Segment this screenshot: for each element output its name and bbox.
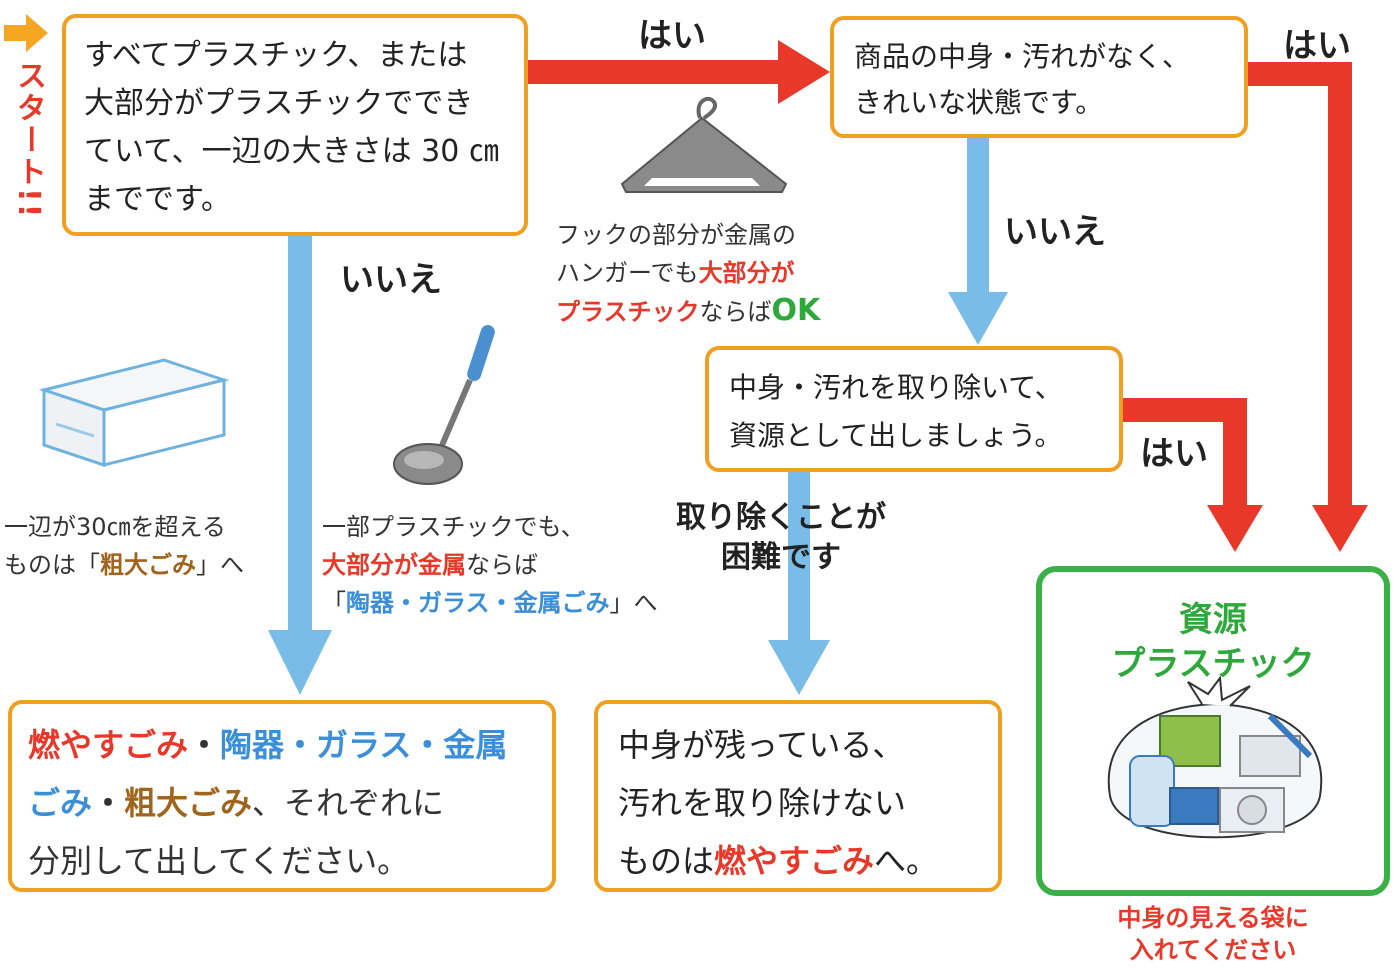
- bag-note-line: 中身の見える袋に: [1117, 904, 1309, 932]
- bag-note: 中身の見える袋に 入れてください: [1036, 902, 1390, 966]
- start-question-box: すべてプラスチック、または 大部分がプラスチックででき ていて、一辺の大きさは …: [62, 14, 528, 236]
- difficult-label-line: 取り除くことが: [676, 500, 886, 535]
- start-question-line: ていて、一辺の大きさは 30 ㎝: [84, 134, 499, 169]
- arrow-yes-top: [525, 60, 780, 84]
- yes-label-middle: はい: [1140, 434, 1208, 474]
- hanger-note-text: ならば: [699, 298, 772, 326]
- residue-line: 中身が残っている、: [618, 726, 905, 764]
- residue-box: 中身が残っている、 汚れを取り除けない ものは燃やすごみへ。: [594, 700, 1002, 892]
- sort-waste-line: ごみ・粗大ごみ、それぞれに: [28, 774, 536, 832]
- clean-state-box: 商品の中身・汚れがなく、 きれいな状態です。: [830, 16, 1248, 138]
- bulky-note-text: ものは「: [4, 551, 100, 579]
- ladle-note: 一部プラスチックでも、 大部分が金属ならば 「陶器・ガラス・金属ごみ」へ: [322, 508, 658, 622]
- start-question-line: すべてプラスチック、または: [84, 38, 468, 73]
- resource-plastic-box: 資源 プラスチック: [1036, 566, 1390, 896]
- ladle-note-emphasis: 陶器・ガラス・金属ごみ: [346, 589, 610, 617]
- clean-state-line: 商品の中身・汚れがなく、: [854, 40, 1191, 73]
- sort-waste-text: 、それぞれに: [252, 784, 445, 822]
- bulky-note-line: 一辺が30㎝を超える: [4, 513, 226, 541]
- sort-waste-bulky: 粗大ごみ: [124, 784, 253, 822]
- ladle-icon: [393, 325, 495, 485]
- hanger-note-line: プラスチックならばOK: [556, 292, 820, 331]
- start-question-line: 大部分がプラスチックででき: [84, 86, 474, 121]
- sort-waste-box: 燃やすごみ・陶器・ガラス・金属 ごみ・粗大ごみ、それぞれに 分別して出してくださ…: [8, 700, 556, 892]
- sort-waste-ceramic: 陶器・ガラス・金属: [220, 726, 508, 764]
- arrow-difficult: [788, 472, 810, 644]
- sort-waste-sep: ・: [92, 784, 125, 822]
- ladle-note-text: 」へ: [609, 589, 658, 617]
- no-label-right: いいえ: [1004, 212, 1106, 252]
- sort-waste-sep: ・: [188, 726, 221, 764]
- ladle-note-line: 「陶器・ガラス・金属ごみ」へ: [322, 584, 658, 622]
- start-label: スタート!!: [11, 60, 46, 220]
- hanger-note-emphasis: プラスチック: [556, 298, 700, 326]
- difficult-label-line: 困難です: [721, 540, 841, 575]
- yes-label-top: はい: [638, 16, 706, 56]
- remove-residue-line: 中身・汚れを取り除いて、: [729, 371, 1063, 404]
- bag-note-line: 入れてください: [1129, 936, 1297, 964]
- resource-title: 資源: [1179, 600, 1247, 640]
- bulky-note: 一辺が30㎝を超える ものは「粗大ごみ」へ: [4, 508, 244, 584]
- residue-text: へ。: [874, 842, 939, 880]
- hanger-icon: [620, 96, 788, 193]
- sort-waste-burnable: 燃やすごみ: [28, 726, 189, 764]
- arrow-no-left: [288, 232, 312, 632]
- remove-residue-box: 中身・汚れを取り除いて、 資源として出しましょう。: [705, 346, 1123, 472]
- bulky-note-text: 」へ: [196, 551, 244, 579]
- ladle-note-line: 大部分が金属ならば: [322, 546, 658, 584]
- ladle-note-text: ならば: [466, 551, 538, 579]
- hanger-note-line: フックの部分が金属の: [556, 221, 796, 249]
- start-question-line: までです。: [84, 182, 231, 217]
- yes-label-right: はい: [1283, 26, 1351, 66]
- storage-box-icon: [38, 358, 230, 468]
- ladle-note-emphasis: 大部分が金属: [322, 551, 466, 579]
- plastic-bag-icon: [1107, 676, 1323, 839]
- no-label-left: いいえ: [340, 260, 442, 300]
- sort-waste-ceramic-end: ごみ: [28, 784, 93, 822]
- hanger-note-emphasis: 大部分が: [698, 259, 795, 287]
- hanger-note-text: ハンガーでも: [556, 259, 699, 287]
- remove-residue-line: 資源として出しましょう。: [729, 419, 1063, 452]
- arrow-right-icon: [4, 14, 48, 52]
- residue-burnable: 燃やすごみ: [714, 842, 875, 880]
- sort-waste-line: 分別して出してください。: [28, 842, 410, 880]
- residue-text: ものは: [618, 842, 715, 880]
- arrow-yes-right: [1245, 62, 1352, 510]
- hanger-note: フックの部分が金属の ハンガーでも大部分が プラスチックならばOK: [556, 216, 820, 331]
- difficult-label: 取り除くことが 困難です: [676, 498, 886, 578]
- residue-line: ものは燃やすごみへ。: [618, 832, 978, 890]
- clean-state-line: きれいな状態です。: [854, 86, 1104, 119]
- hanger-note-ok: OK: [771, 293, 821, 328]
- resource-title: プラスチック: [1111, 644, 1315, 684]
- arrow-yes-middle: [1120, 398, 1247, 510]
- residue-line: 汚れを取り除けない: [618, 784, 907, 822]
- ladle-note-text: 「: [322, 589, 346, 617]
- bulky-note-line: ものは「粗大ごみ」へ: [4, 546, 244, 584]
- sort-waste-line: 燃やすごみ・陶器・ガラス・金属: [28, 716, 536, 774]
- hanger-note-line: ハンガーでも大部分が: [556, 254, 820, 292]
- arrow-no-right: [967, 137, 989, 295]
- ladle-note-line: 一部プラスチックでも、: [322, 513, 585, 541]
- bulky-note-emphasis: 粗大ごみ: [100, 551, 196, 579]
